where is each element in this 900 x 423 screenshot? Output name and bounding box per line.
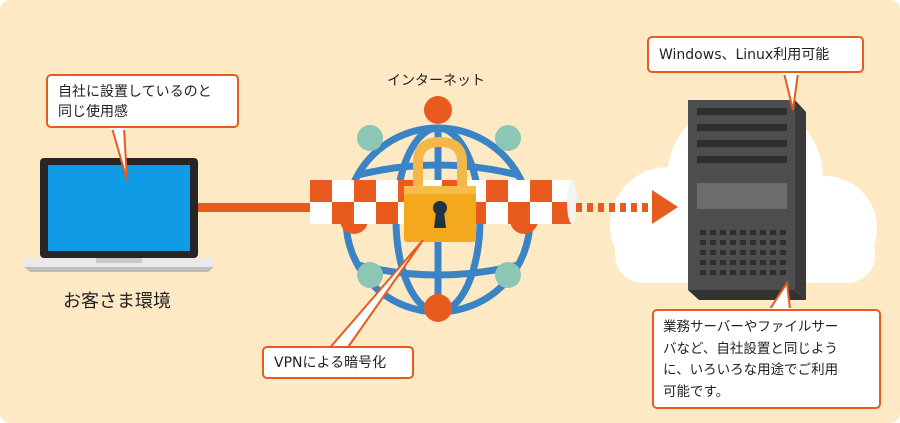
callout-vpn: VPNによる暗号化 <box>262 346 414 379</box>
callout-same-experience-line1: 自社に設置しているのと <box>58 82 237 102</box>
server-tower-icon <box>688 100 806 300</box>
callout-os-support: Windows、Linux利用可能 <box>647 36 864 73</box>
callout-same-experience-line2: 同じ使用感 <box>58 102 237 122</box>
callout-usage-line2: バなど、自社設置と同じよう <box>663 339 879 361</box>
connection-line <box>195 203 315 212</box>
internet-label: インターネット <box>387 70 485 90</box>
callout-usage-line3: に、いろいろな用途でご利用 <box>663 360 879 382</box>
callout-usage: 業務サーバーやファイルサー バなど、自社設置と同じよう に、いろいろな用途でご利… <box>652 309 881 409</box>
callout-usage-line1: 業務サーバーやファイルサー <box>663 317 879 339</box>
laptop-icon <box>24 158 214 272</box>
callout-same-experience: 自社に設置しているのと 同じ使用感 <box>46 74 239 128</box>
callout-os-support-text: Windows、Linux利用可能 <box>659 45 862 65</box>
callout-usage-line4: 可能です。 <box>663 382 879 404</box>
callout-vpn-text: VPNによる暗号化 <box>274 353 412 373</box>
customer-env-label: お客さま環境 <box>63 287 171 313</box>
